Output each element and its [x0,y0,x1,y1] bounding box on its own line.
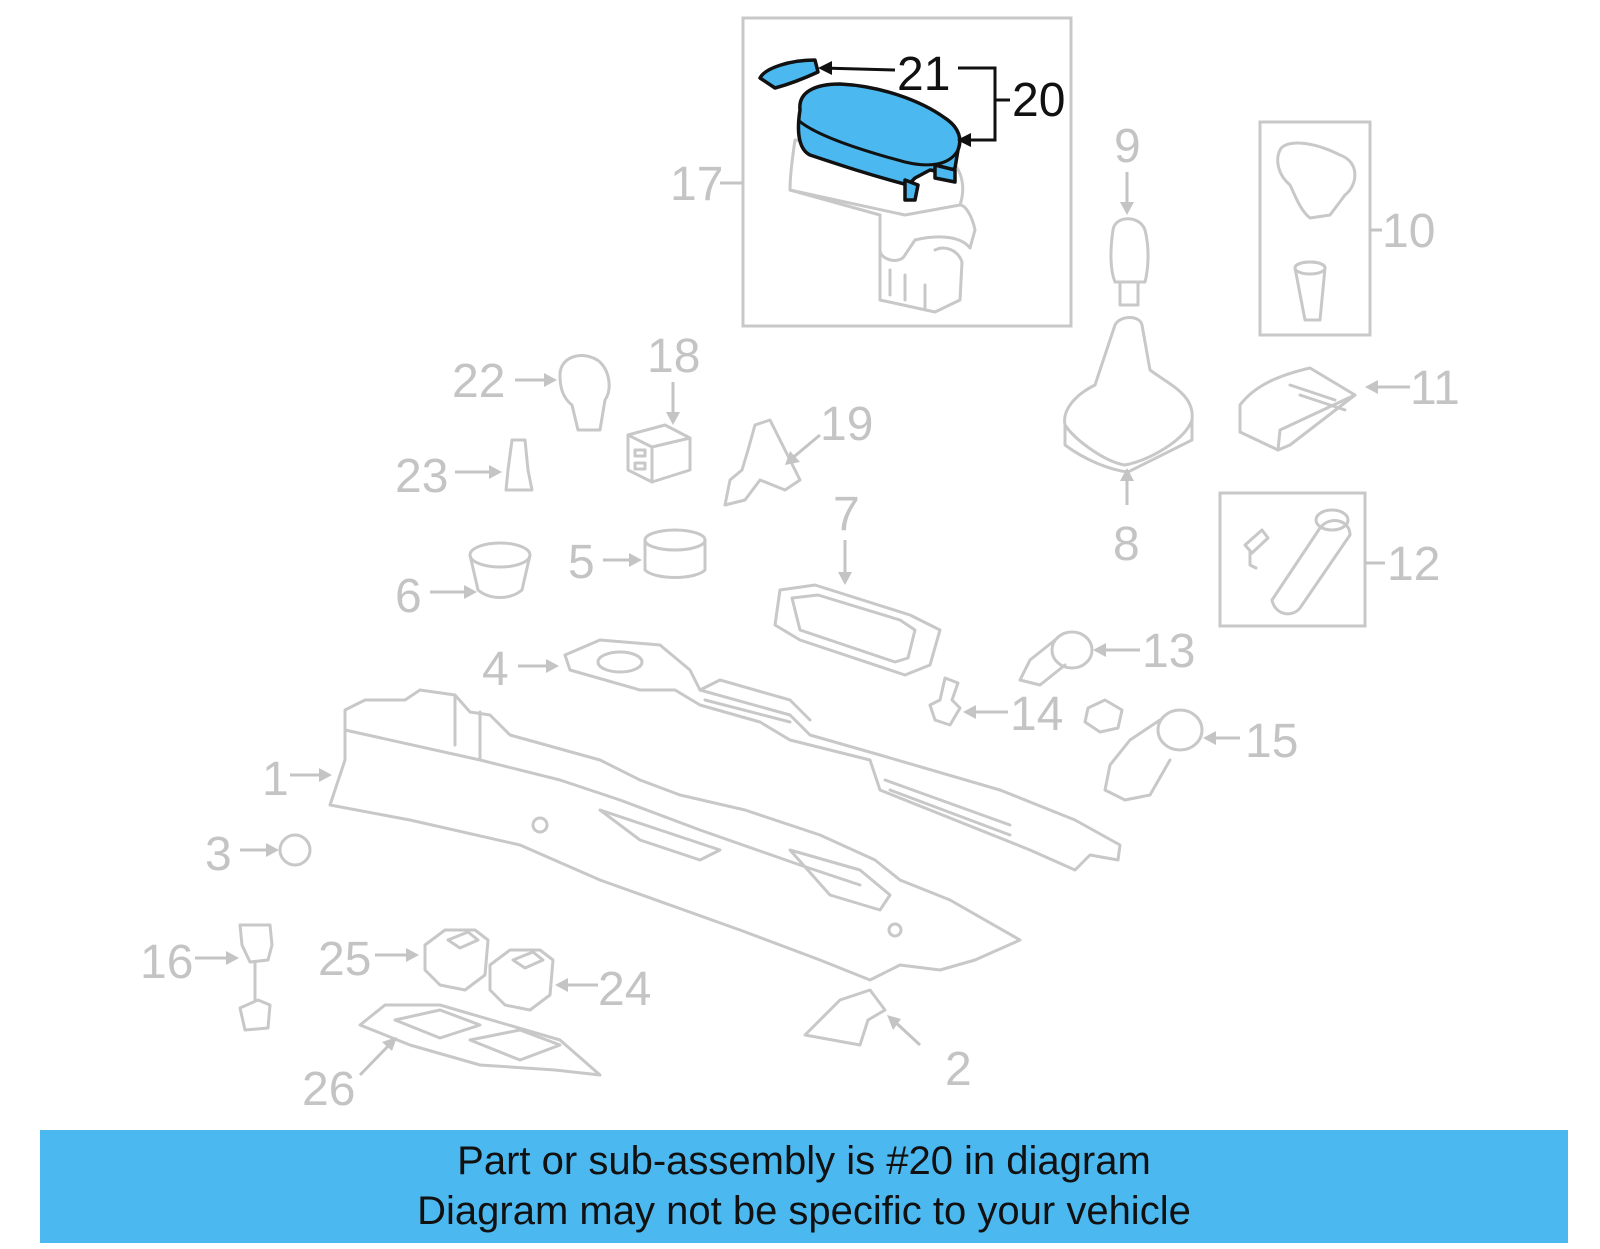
assembly-box-17 [741,16,1073,328]
part-15-socket-assembly [1083,698,1204,802]
part-14-bulb [928,676,962,727]
part-19-bracket [723,418,802,507]
part-21-armrest-insert [758,58,820,90]
label-26: 26 [302,1063,355,1116]
part-24-switch [488,948,555,1012]
assembly-box-12 [1218,491,1367,628]
label-21: 21 [897,48,950,101]
label-12: 12 [1387,538,1440,591]
part-5-ring [643,528,707,579]
part-11-shift-plate [1238,366,1357,452]
part-6-cupholder [468,541,532,599]
label-13: 13 [1142,625,1195,678]
info-banner: Part or sub-assembly is #20 in diagram D… [40,1130,1568,1243]
part-16-connector [238,923,274,1032]
label-16: 16 [140,936,193,989]
label-17: 17 [670,158,723,211]
label-10: 10 [1382,205,1435,258]
label-7: 7 [833,488,860,541]
part-7-tray [773,583,942,677]
part-18-switch [626,423,692,484]
label-18: 18 [647,330,700,383]
part-23-pin [504,438,534,492]
part-12-lighter [1243,508,1352,616]
assembly-box-10 [1258,120,1372,337]
label-8: 8 [1113,518,1140,571]
label-24: 24 [598,963,651,1016]
label-25: 25 [318,933,371,986]
part-22-cap [558,354,611,432]
banner-line-2: Diagram may not be specific to your vehi… [417,1189,1191,1233]
label-1: 1 [262,753,289,806]
label-20: 20 [1012,74,1065,127]
label-23: 23 [395,450,448,503]
part-1-console-body [328,688,1022,982]
label-22: 22 [452,355,505,408]
part-3-plug [278,833,312,867]
label-9: 9 [1114,120,1141,173]
banner-line-1: Part or sub-assembly is #20 in diagram [457,1139,1151,1183]
label-11: 11 [1410,362,1460,415]
label-15: 15 [1245,715,1298,768]
callout-21: 21 [818,48,950,101]
part-10-shift-knob [1276,141,1357,322]
part-26-switch-panel [358,1003,602,1077]
part-25-switch [423,928,490,992]
part-2-bracket [803,988,887,1047]
part-8-shift-boot [1063,316,1194,474]
label-6: 6 [395,570,422,623]
part-4-console-trim [563,638,1122,872]
label-14: 14 [1010,688,1063,741]
label-3: 3 [205,828,232,881]
part-17-armrest-base [788,138,977,314]
label-5: 5 [568,536,595,589]
part-9-shift-knob [1109,217,1150,307]
part-13-socket [1018,630,1094,687]
label-19: 19 [820,398,873,451]
callout-20: 20 [957,66,1065,147]
label-4: 4 [482,643,509,696]
label-2: 2 [945,1043,972,1096]
part-20-armrest-lid [796,82,962,202]
